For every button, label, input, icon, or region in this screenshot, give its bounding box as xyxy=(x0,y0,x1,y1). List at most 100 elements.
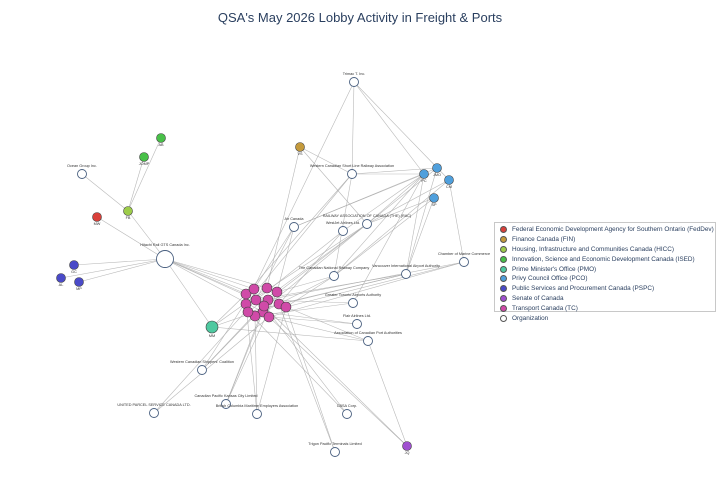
node-vs[interactable]: VS xyxy=(295,142,305,157)
node-tc12[interactable] xyxy=(242,306,254,318)
node-marker[interactable] xyxy=(77,169,87,179)
legend[interactable]: Federal Economic Development Agency for … xyxy=(494,222,716,322)
node-bcmea[interactable]: British Columbia Maritime Employers Asso… xyxy=(216,404,299,419)
node-mw[interactable]: MW xyxy=(92,212,102,227)
node-marker[interactable] xyxy=(221,399,231,409)
node-marker[interactable] xyxy=(261,282,273,294)
edge-jmo-vancouver xyxy=(405,167,438,275)
node-ctrc[interactable]: The Canadian National Railway Company xyxy=(299,266,370,281)
node-marker[interactable] xyxy=(432,163,442,173)
node-marker[interactable] xyxy=(419,169,429,179)
node-marker[interactable] xyxy=(295,142,305,152)
edge-wcslra-ctrc xyxy=(333,173,353,277)
node-marker[interactable] xyxy=(363,336,373,346)
node-ab[interactable]: AB xyxy=(156,133,166,148)
node-flair[interactable]: Flair Airlines Ltd. xyxy=(343,314,371,329)
node-marker[interactable] xyxy=(429,193,439,203)
node-label: AB xyxy=(158,143,164,147)
node-marker[interactable] xyxy=(338,226,348,236)
node-vancouver[interactable]: Vancouver International Airport Authorit… xyxy=(372,264,440,279)
node-mp[interactable]: MP xyxy=(74,277,84,292)
node-marker[interactable] xyxy=(271,286,283,298)
node-trigon[interactable]: Trigon Pacific Terminals Limited xyxy=(308,442,362,457)
node-chamber[interactable]: Chamber of Marine Commerce xyxy=(438,252,490,267)
node-marker[interactable] xyxy=(248,283,260,295)
node-marker[interactable] xyxy=(459,257,469,267)
legend-item[interactable]: Finance Canada (FIN) xyxy=(500,235,715,245)
legend-item[interactable]: Transport Canada (TC) xyxy=(500,303,715,313)
node-marker[interactable] xyxy=(156,133,166,143)
node-marker[interactable] xyxy=(263,311,275,323)
node-tc6[interactable] xyxy=(250,294,262,306)
node-marker[interactable] xyxy=(156,250,174,268)
node-ocean[interactable]: Ocean Group Inc. xyxy=(67,164,97,179)
node-marker[interactable] xyxy=(69,260,79,270)
node-cbsa[interactable]: CBSA Corp. xyxy=(337,404,357,419)
node-hitachi[interactable]: Hitachi Rail GTS Canada Inc. xyxy=(140,243,190,268)
node-wcslra[interactable]: Western Canadian Short Line Railway Asso… xyxy=(310,164,394,179)
node-ups[interactable]: UNITED PARCEL SERVICE CANADA LTD. xyxy=(117,403,191,418)
node-tc11[interactable] xyxy=(263,311,275,323)
node-gc[interactable]: GC xyxy=(69,260,79,275)
node-marker[interactable] xyxy=(205,320,219,334)
node-marker[interactable] xyxy=(139,152,149,162)
node-marker[interactable] xyxy=(252,409,262,419)
node-marker[interactable] xyxy=(330,447,340,457)
node-rac[interactable]: RAILWAY ASSOCIATION OF CANADA (THE) (RAC… xyxy=(323,214,412,229)
node-aircanada[interactable]: Air Canada xyxy=(285,217,305,232)
node-fb[interactable]: FB xyxy=(123,206,133,221)
node-marker[interactable] xyxy=(444,175,454,185)
edge-vs-rac xyxy=(299,146,368,225)
node-marker[interactable] xyxy=(348,298,358,308)
node-marker[interactable] xyxy=(347,169,357,179)
node-marker[interactable] xyxy=(342,409,352,419)
node-marker[interactable] xyxy=(197,365,207,375)
node-marker[interactable] xyxy=(123,206,133,216)
legend-item[interactable]: Privy Council Office (PCO) xyxy=(500,274,715,284)
node-marker[interactable] xyxy=(289,222,299,232)
node-marker[interactable] xyxy=(280,301,292,313)
node-trimac[interactable]: Trimac T. Inc. xyxy=(343,72,366,87)
node-jmo[interactable]: JMO xyxy=(432,163,442,178)
node-jomp[interactable]: JOMP xyxy=(139,152,150,167)
legend-item[interactable]: Public Services and Procurement Canada (… xyxy=(500,284,715,294)
node-mm[interactable]: MM xyxy=(205,320,219,338)
node-marker[interactable] xyxy=(329,271,339,281)
node-cm[interactable]: CM xyxy=(444,175,454,190)
node-marker[interactable] xyxy=(362,219,372,229)
legend-item[interactable]: Prime Minister's Office (PMO) xyxy=(500,264,715,274)
node-al[interactable]: AL xyxy=(56,273,66,288)
node-acpa[interactable]: Association of Canadian Port Authorities xyxy=(334,331,402,346)
node-tc4[interactable] xyxy=(271,286,283,298)
node-tc3[interactable] xyxy=(261,282,273,294)
node-marker[interactable] xyxy=(352,319,362,329)
node-tc2[interactable] xyxy=(248,283,260,295)
node-gtaa[interactable]: Greater Toronto Airports Authority xyxy=(325,293,381,308)
node-jq[interactable]: JQ xyxy=(402,441,412,456)
legend-item[interactable]: Federal Economic Development Agency for … xyxy=(500,225,715,235)
edge-jmo-aircanada xyxy=(293,167,438,228)
node-label: CM xyxy=(446,185,452,189)
node-marker[interactable] xyxy=(349,77,359,87)
node-marker[interactable] xyxy=(56,273,66,283)
node-marker[interactable] xyxy=(401,269,411,279)
node-wcsc[interactable]: Western Canadian Shippers' Coalition xyxy=(170,360,234,375)
node-marker[interactable] xyxy=(402,441,412,451)
node-westjet[interactable]: WestJet Airlines Ltd. xyxy=(326,221,360,236)
legend-item[interactable]: Innovation, Science and Economic Develop… xyxy=(500,254,715,264)
node-tc13[interactable] xyxy=(280,301,292,313)
legend-item[interactable]: Senate of Canada xyxy=(500,294,715,304)
node-tc14[interactable] xyxy=(258,300,270,312)
node-sp[interactable]: SP xyxy=(429,193,439,208)
node-cpkc[interactable]: Canadian Pacific Kansas City Limited xyxy=(194,394,258,409)
legend-item[interactable]: Housing, Infrastructure and Communities … xyxy=(500,245,715,255)
node-marker[interactable] xyxy=(74,277,84,287)
node-pc[interactable]: PC xyxy=(419,169,429,184)
legend-item[interactable]: Organization xyxy=(500,313,715,323)
node-marker[interactable] xyxy=(258,300,270,312)
node-marker[interactable] xyxy=(92,212,102,222)
node-marker[interactable] xyxy=(242,306,254,318)
node-marker[interactable] xyxy=(149,408,159,418)
node-marker[interactable] xyxy=(250,294,262,306)
